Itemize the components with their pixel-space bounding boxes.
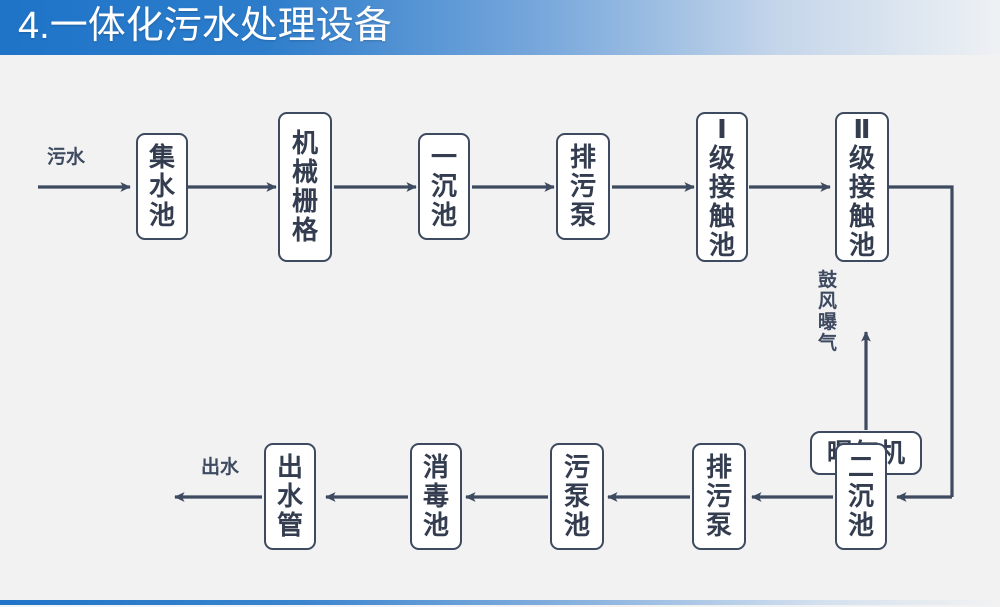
node-sewage-pump-1[interactable]: 排 污 泵 bbox=[556, 133, 610, 240]
node-label: 污 泵 池 bbox=[563, 452, 590, 540]
edge-n6-to-n8-path bbox=[889, 185, 954, 497]
node-label: 机 械 栅 格 bbox=[291, 128, 318, 245]
node-label: Ⅱ 级 接 触 池 bbox=[848, 113, 875, 260]
node-sludge-pump-tank[interactable]: 污 泵 池 bbox=[550, 443, 604, 550]
node-mechanical-grille[interactable]: 机 械 栅 格 bbox=[278, 112, 332, 262]
node-outlet-pipe[interactable]: 出 水 管 bbox=[264, 443, 316, 550]
node-contact-tank-1[interactable]: Ⅰ 级 接 触 池 bbox=[696, 112, 748, 262]
flowchart-connectors bbox=[38, 182, 954, 502]
node-primary-sedimentation-tank[interactable]: 一 沉 池 bbox=[418, 133, 470, 240]
footer-bar bbox=[0, 600, 1000, 605]
node-disinfection-tank[interactable]: 消 毒 池 bbox=[410, 443, 462, 550]
node-secondary-sedimentation-tank[interactable]: 二 沉 池 bbox=[835, 443, 887, 550]
node-label: 排 污 泵 bbox=[569, 142, 596, 230]
header-bar: 4.一体化污水处理设备 bbox=[0, 0, 1000, 55]
inlet-label: 污水 bbox=[47, 147, 86, 168]
flowchart-canvas: 污水 出水 鼓 风 曝 气 集 水 池 机 械 栅 格 一 沉 池 排 污 泵 … bbox=[0, 55, 1000, 600]
node-label: Ⅰ 级 接 触 池 bbox=[708, 113, 735, 260]
node-contact-tank-2[interactable]: Ⅱ 级 接 触 池 bbox=[835, 112, 889, 262]
node-sewage-pump-2[interactable]: 排 污 泵 bbox=[692, 443, 746, 550]
node-label: 出 水 管 bbox=[276, 452, 303, 540]
node-label: 一 沉 池 bbox=[430, 142, 457, 230]
node-label: 排 污 泵 bbox=[705, 452, 732, 540]
outlet-label: 出水 bbox=[201, 457, 240, 478]
page-title: 4.一体化污水处理设备 bbox=[18, 5, 392, 47]
node-label: 二 沉 池 bbox=[847, 452, 874, 540]
aeration-label: 鼓 风 曝 气 bbox=[818, 270, 838, 354]
node-label: 集 水 池 bbox=[148, 142, 175, 230]
node-collection-tank[interactable]: 集 水 池 bbox=[136, 133, 188, 240]
node-label: 消 毒 池 bbox=[422, 452, 449, 540]
